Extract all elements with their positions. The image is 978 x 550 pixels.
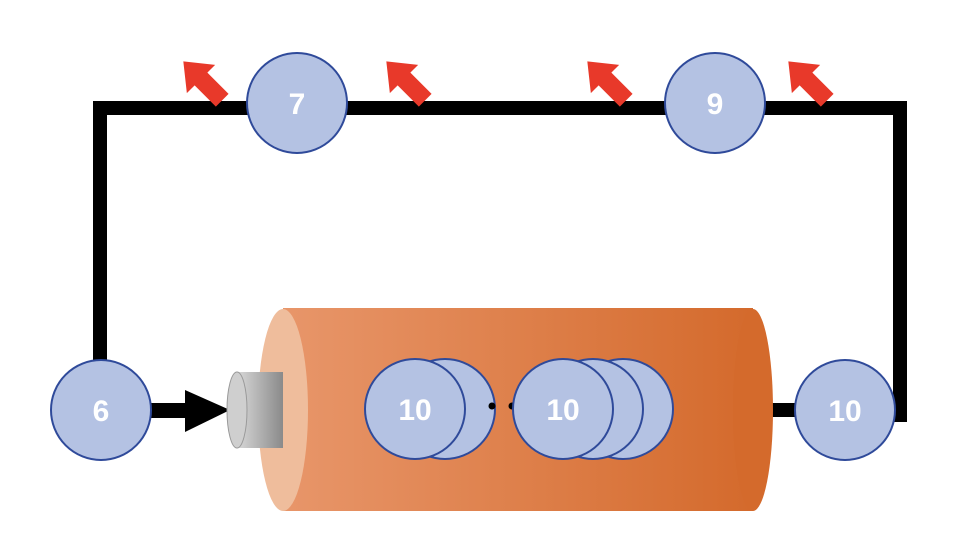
input-arrow (150, 390, 230, 432)
inner-node-label-1: 10 (398, 394, 431, 427)
node-top-right: 9 (664, 52, 766, 154)
node-top-left: 7 (246, 52, 348, 154)
inner-node-group-2: 10 (512, 358, 674, 460)
red-arrows (183, 61, 834, 107)
node-top-left-label: 7 (289, 88, 306, 121)
node-top-right-label: 9 (707, 88, 724, 121)
node-input: 6 (50, 359, 152, 461)
node-output-label: 10 (828, 395, 861, 428)
red-arrow-3 (587, 61, 633, 107)
inner-node-front-2 (512, 358, 614, 460)
red-arrow-1 (183, 61, 229, 107)
inner-node-label-2: 10 (546, 394, 579, 427)
node-input-label: 6 (93, 395, 110, 428)
red-arrow-2 (386, 61, 432, 107)
red-arrow-4 (788, 61, 834, 107)
inner-node-group-1: 10 (364, 358, 496, 460)
node-output: 10 (794, 359, 896, 461)
inner-node-front (364, 358, 466, 460)
plug (226, 371, 283, 449)
